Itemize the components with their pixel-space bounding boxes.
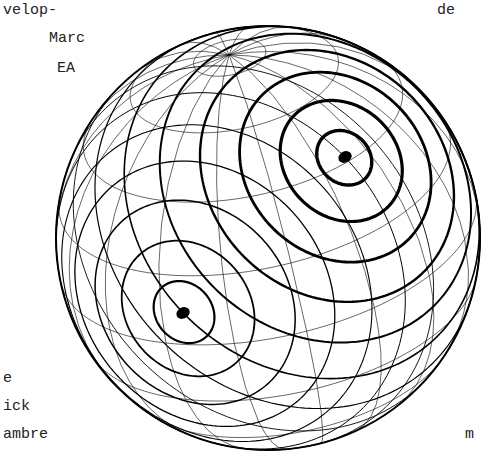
wave-ring	[280, 100, 402, 221]
page-text-fragment: ambre	[2, 426, 49, 444]
wave-ring	[160, 34, 471, 343]
page-text-fragment: de	[436, 2, 456, 20]
page-text-fragment: velop-	[2, 2, 58, 20]
wave-ring	[73, 26, 480, 431]
wave-ring	[95, 200, 295, 404]
wave-ring	[62, 125, 372, 442]
sphere-outline	[56, 26, 480, 450]
page-text-fragment: m	[464, 426, 475, 444]
wave-ring	[124, 26, 479, 378]
sphere-grid	[56, 26, 480, 450]
wave-ring	[95, 26, 480, 408]
wave-ring	[122, 241, 255, 377]
page-text-fragment: EA	[56, 60, 76, 78]
page-text-fragment: Marc	[48, 30, 86, 48]
wave-ring	[240, 72, 432, 262]
wave-ring	[317, 131, 372, 186]
wave-ring	[56, 93, 405, 449]
source-dot	[336, 149, 354, 166]
wave-ring	[75, 161, 335, 426]
page-text-fragment: e	[2, 370, 13, 388]
page-text-fragment: ick	[2, 398, 31, 416]
